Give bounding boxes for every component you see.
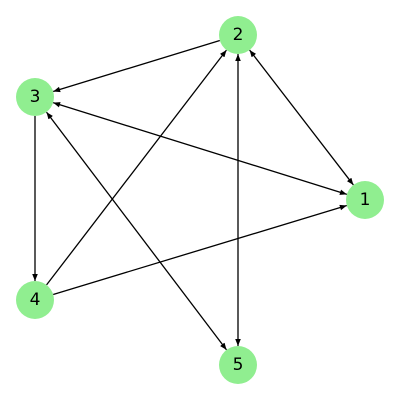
node-3: 3: [16, 78, 54, 116]
nodes: 1 2 3 4 5: [16, 16, 384, 384]
node-label-1: 1: [360, 190, 371, 210]
node-circle-1: [346, 181, 384, 219]
edge-4-1: [52, 204, 348, 296]
node-4: 4: [16, 281, 54, 319]
node-circle-5: [219, 346, 257, 384]
node-2: 2: [219, 16, 257, 54]
node-circle-3: [16, 78, 54, 116]
node-label-4: 4: [30, 290, 41, 310]
node-label-2: 2: [233, 25, 244, 45]
edge-3-5: [45, 111, 228, 351]
node-1: 1: [346, 181, 384, 219]
edge-3-1: [52, 102, 348, 195]
edge-2-1: [249, 49, 354, 186]
node-label-3: 3: [30, 87, 41, 107]
edge-2-3: [52, 39, 221, 93]
node-circle-4: [16, 281, 54, 319]
edge-4-2: [46, 49, 227, 286]
node-circle-2: [219, 16, 257, 54]
node-5: 5: [219, 346, 257, 384]
edges: [32, 39, 354, 351]
node-label-5: 5: [233, 355, 244, 375]
